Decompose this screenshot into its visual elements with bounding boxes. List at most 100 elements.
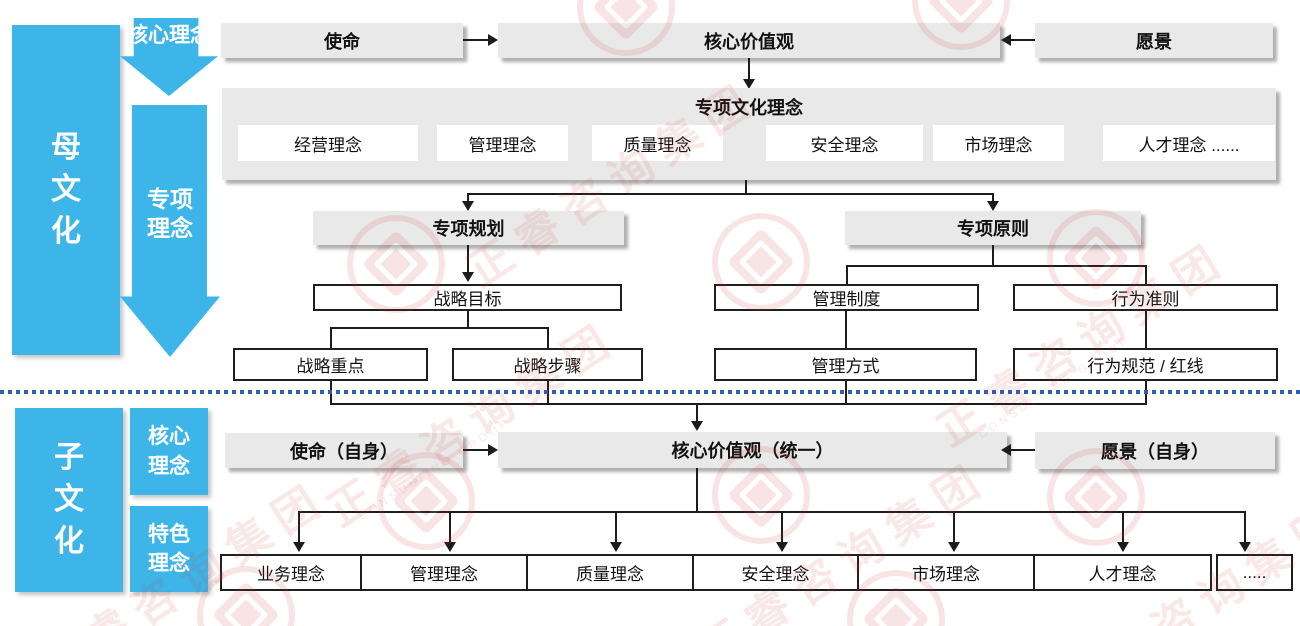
arrowhead <box>1239 542 1251 552</box>
arrowhead <box>1001 34 1011 46</box>
conduct-code-label: 行为准则 <box>1111 290 1180 309</box>
child-core-values-label: 核心价值观（统一） <box>671 441 834 461</box>
core-values-label: 核心价值观 <box>704 31 794 52</box>
idea-box-talent: 人才理念 ...... <box>1103 125 1275 161</box>
connector-line <box>696 468 698 513</box>
conduct-norms-label: 行为规范 / 红线 <box>1087 357 1204 376</box>
child-idea-management: 管理理念 <box>360 554 528 591</box>
vision-box: 愿景 <box>1035 23 1273 58</box>
connector-line <box>846 265 848 284</box>
idea-label: 业务理念 <box>257 565 325 584</box>
connector-line <box>467 193 469 202</box>
child-idea-business: 业务理念 <box>220 554 362 591</box>
child-culture-bar: 子文化 <box>15 408 123 592</box>
child-idea-talent: 人才理念 <box>1033 554 1212 591</box>
connector-line <box>467 193 994 195</box>
strategy-goal-label: 战略目标 <box>433 290 502 309</box>
child-vision-box: 愿景（自身） <box>1035 432 1275 469</box>
connector-line <box>463 449 490 451</box>
idea-box-management: 管理理念 <box>437 125 568 161</box>
idea-box-safety: 安全理念 <box>766 125 923 161</box>
idea-label: 安全理念 <box>810 135 879 155</box>
idea-box-quality: 质量理念 <box>592 125 723 161</box>
idea-label: 安全理念 <box>741 565 810 584</box>
conduct-norms-box: 行为规范 / 红线 <box>1013 348 1278 381</box>
connector-line <box>615 511 617 543</box>
conduct-code-box: 行为准则 <box>1013 284 1278 311</box>
special-principles-label: 专项原则 <box>957 219 1029 239</box>
idea-label: 人才理念 ...... <box>1138 135 1240 155</box>
connector-line <box>992 245 994 266</box>
arrowhead <box>488 34 498 46</box>
special-principles-box: 专项原则 <box>845 211 1141 245</box>
connector-line <box>696 403 698 422</box>
child-feature-idea-label: 特色理念 <box>148 522 190 575</box>
mgmt-method-label: 管理方式 <box>811 357 880 376</box>
connector-line <box>748 58 750 80</box>
connector-line <box>846 265 1147 267</box>
connector-line <box>781 511 783 543</box>
child-idea-quality: 质量理念 <box>526 554 694 591</box>
arrowhead <box>1117 542 1129 552</box>
connector-line <box>1010 39 1035 41</box>
parent-culture-bar: 母文化 <box>12 25 120 355</box>
child-idea-market: 市场理念 <box>857 554 1035 591</box>
idea-label: 质量理念 <box>623 135 692 155</box>
idea-box-market: 市场理念 <box>933 125 1064 161</box>
connector-line <box>1010 449 1035 451</box>
connector-line <box>845 311 847 348</box>
strategy-steps-label: 战略步骤 <box>513 357 582 376</box>
connector-line <box>953 511 955 543</box>
connector-line <box>449 511 451 543</box>
special-idea-arrow-label: 专项理念 <box>147 186 193 241</box>
mgmt-system-label: 管理制度 <box>812 290 881 309</box>
child-culture-label: 子文化 <box>54 441 84 558</box>
idea-label: 市场理念 <box>964 135 1033 155</box>
core-values-box: 核心价值观 <box>498 23 1000 58</box>
connector-line <box>547 327 549 348</box>
connector-line <box>467 245 469 273</box>
arrowhead <box>293 542 305 552</box>
arrowhead <box>462 201 474 211</box>
child-vision-label: 愿景（自身） <box>1101 441 1209 462</box>
idea-label: 管理理念 <box>410 565 478 584</box>
child-mission-box: 使命（自身） <box>225 433 463 468</box>
watermark-text: 正睿咨询集团 <box>689 452 998 626</box>
mission-box: 使命 <box>221 23 463 58</box>
core-idea-arrow-label: 核心理念 <box>127 24 211 47</box>
watermark-text: 正睿咨询集团 <box>319 312 628 537</box>
connector-line <box>330 403 1147 405</box>
connector-line <box>1145 311 1147 348</box>
child-idea-safety: 安全理念 <box>692 554 859 591</box>
arrowhead <box>743 79 755 89</box>
idea-label: 人才理念 <box>1088 565 1157 584</box>
connector-line <box>992 193 994 202</box>
strategy-goal-box: 战略目标 <box>313 284 622 311</box>
arrowhead <box>610 542 622 552</box>
idea-box-operating: 经营理念 <box>238 125 418 161</box>
idea-label: 管理理念 <box>468 135 537 155</box>
child-core-idea-box: 核心理念 <box>130 408 208 495</box>
connector-line <box>330 327 549 329</box>
connector-line <box>467 311 469 328</box>
arrowhead <box>776 542 788 552</box>
child-mission-label: 使命（自身） <box>290 441 398 462</box>
arrowhead <box>691 421 703 431</box>
strategy-focus-box: 战略重点 <box>233 348 428 381</box>
connector-line <box>463 39 490 41</box>
special-planning-label: 专项规划 <box>432 219 505 239</box>
connector-line <box>1244 511 1246 543</box>
idea-label: 经营理念 <box>294 135 362 155</box>
child-core-values-box: 核心价值观（统一） <box>498 432 1007 468</box>
child-core-idea-label: 核心理念 <box>148 425 190 478</box>
connector-line <box>1122 511 1124 543</box>
arrowhead <box>948 542 960 552</box>
parent-child-divider <box>0 390 1300 394</box>
connector-line <box>745 180 747 194</box>
vision-label: 愿景 <box>1136 31 1172 52</box>
arrowhead <box>1001 444 1011 456</box>
special-planning-box: 专项规划 <box>313 211 624 245</box>
watermark-text: 正睿咨询集团 <box>929 232 1238 457</box>
arrowhead <box>444 542 456 552</box>
